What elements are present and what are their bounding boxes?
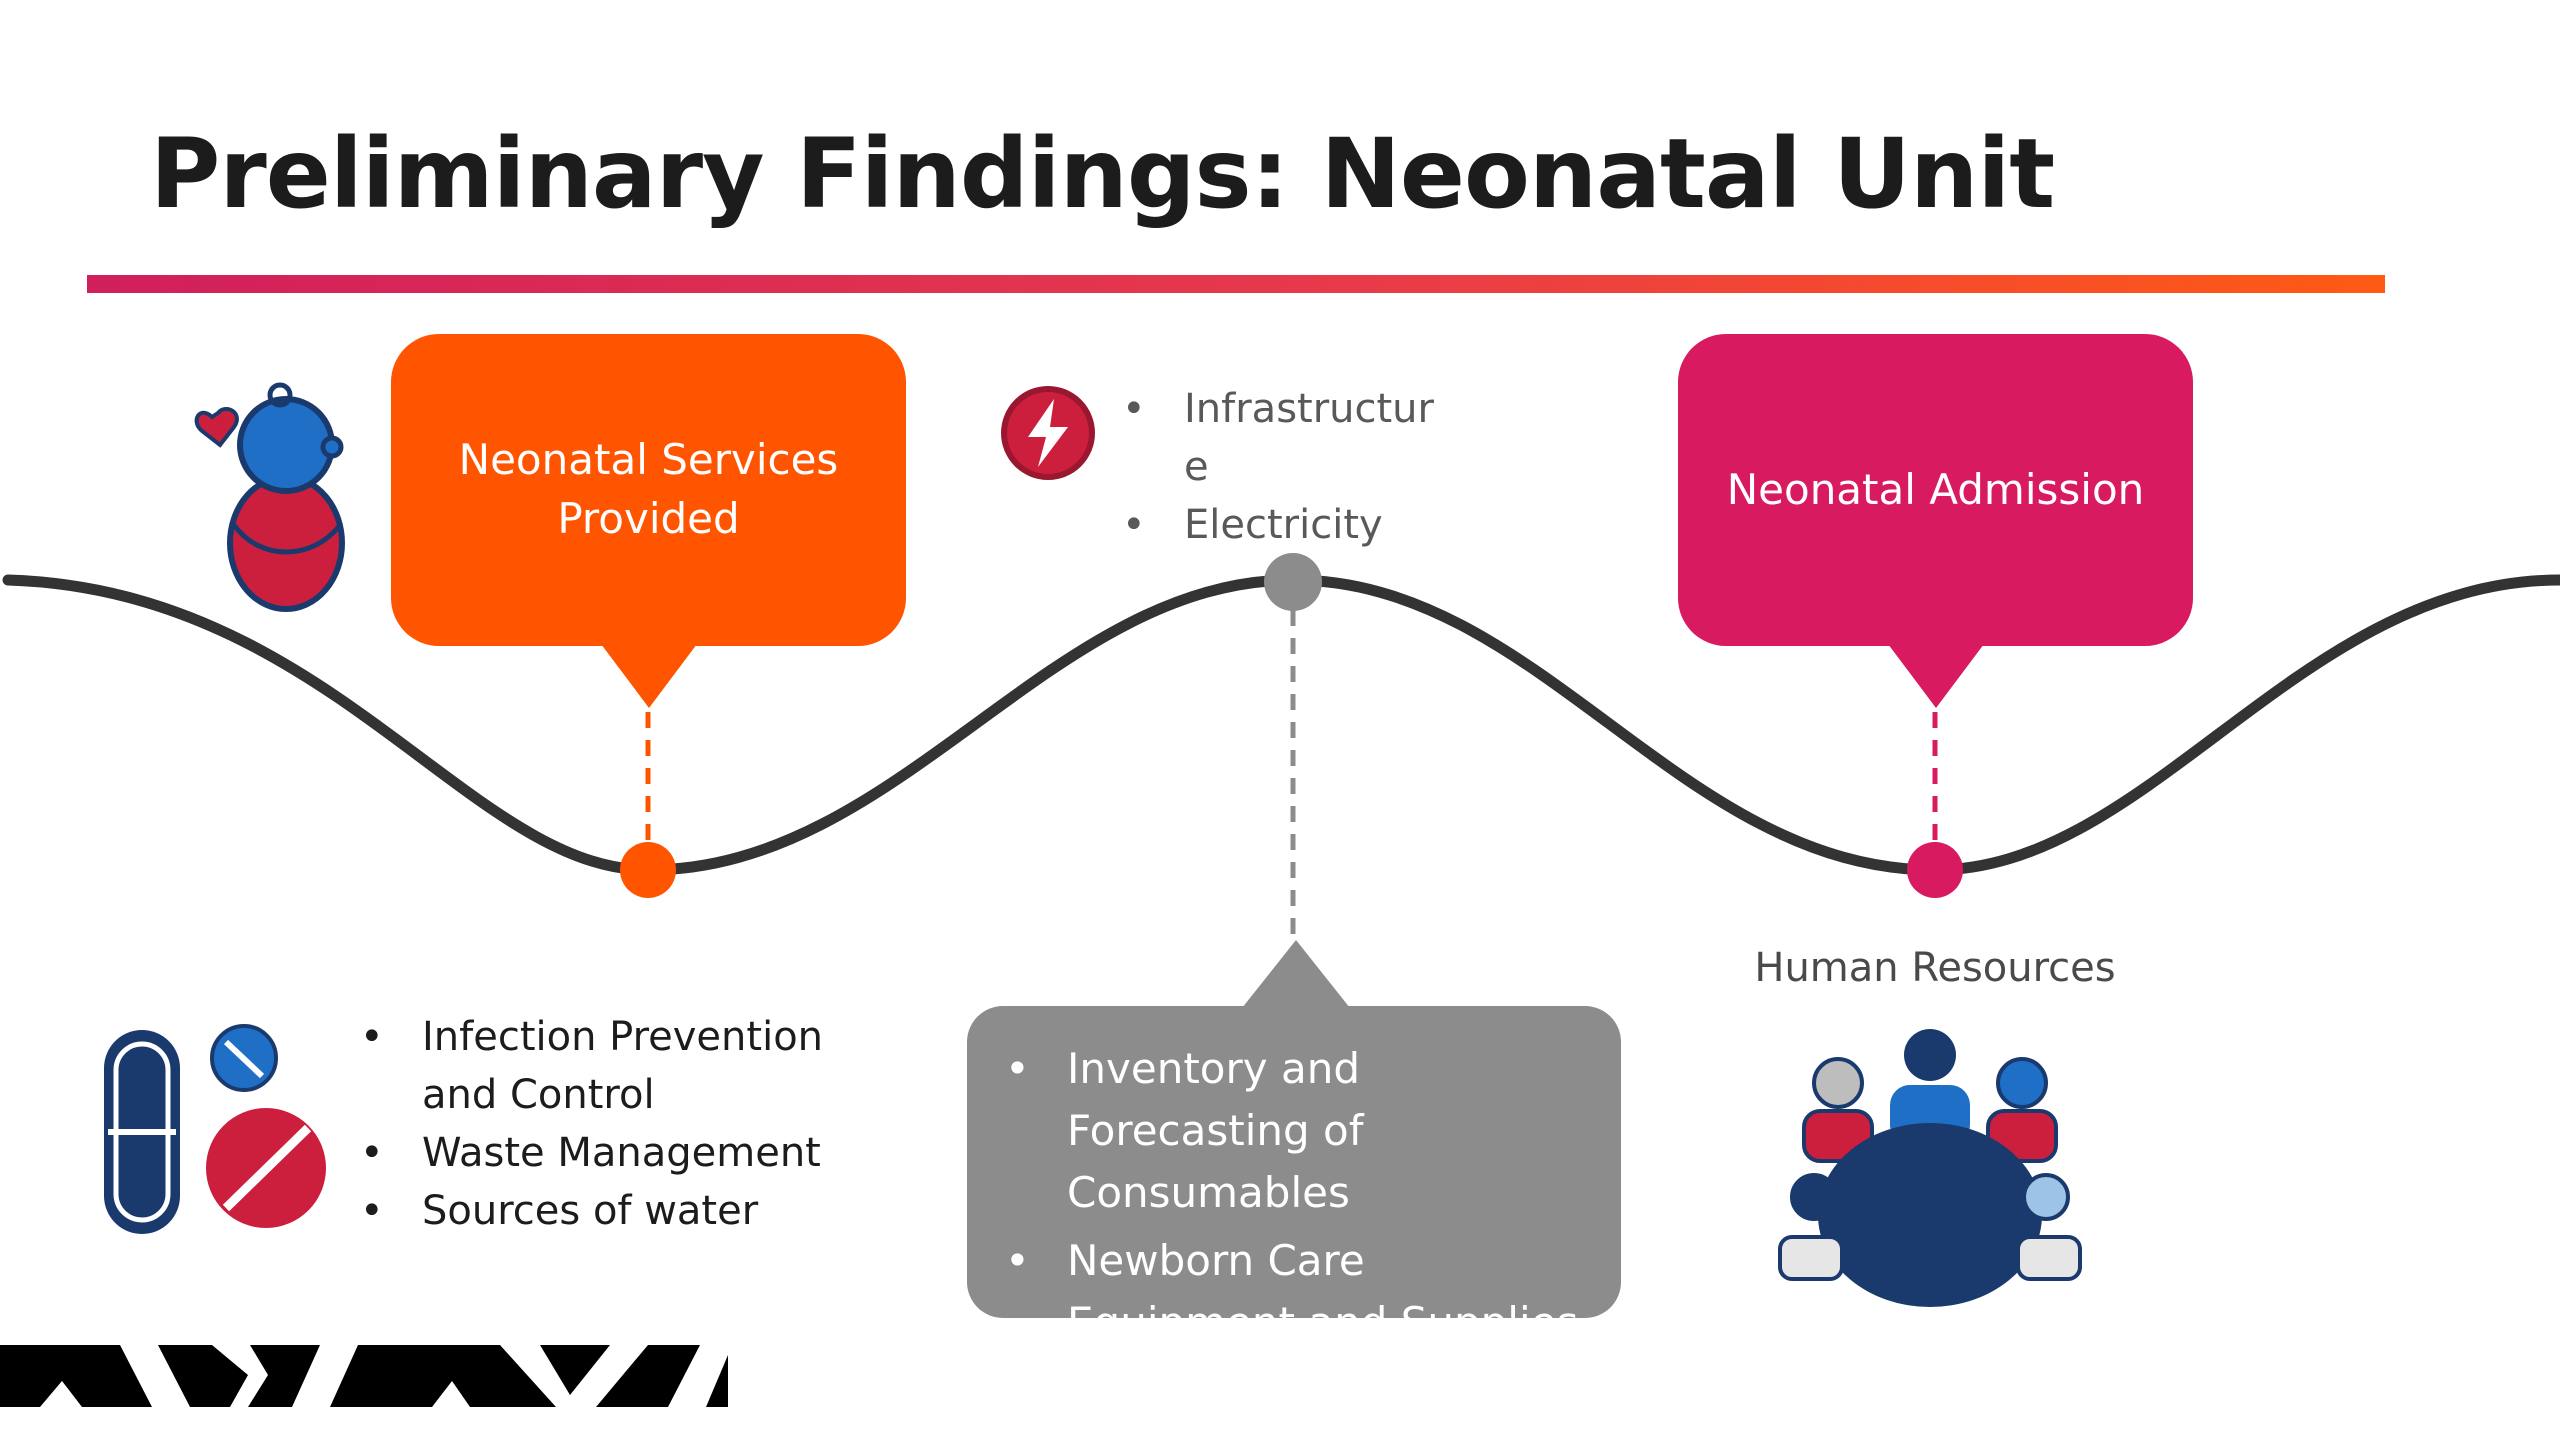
infection-list: Infection Prevention and Control Waste M…	[360, 1008, 880, 1240]
callout-inventory-pointer	[1242, 940, 1350, 1008]
infrastructure-item: Infrastructure	[1122, 380, 1442, 496]
callout-inventory: Inventory and Forecasting of Consumables…	[967, 940, 1621, 1347]
inventory-item: Newborn Care Equipment and Supplies	[1005, 1230, 1595, 1354]
callout-services-pointer	[601, 644, 697, 708]
baby-icon	[194, 382, 345, 612]
dot-infrastructure	[1264, 553, 1322, 611]
infection-item: Infection Prevention and Control	[360, 1008, 880, 1124]
meeting-table-icon	[1778, 1029, 2082, 1307]
callout-admission-label: Neonatal Admission	[1726, 464, 2145, 514]
slide-title: Preliminary Findings: Neonatal Unit	[150, 118, 2055, 230]
infection-item: Waste Management	[360, 1124, 880, 1182]
infrastructure-list: Infrastructure Electricity	[1122, 380, 1442, 554]
dot-admission	[1907, 842, 1963, 898]
human-resources-label: Human Resources	[1754, 945, 2116, 991]
callout-services-label: Neonatal Services Provided	[458, 435, 839, 543]
chevron-pattern	[0, 1345, 728, 1407]
callout-admission: Neonatal Admission	[1678, 334, 2193, 708]
title-underline	[87, 275, 2385, 293]
callout-services: Neonatal Services Provided	[391, 334, 906, 708]
dot-services	[620, 842, 676, 898]
infection-item: Sources of water	[360, 1182, 880, 1240]
inventory-list: Inventory and Forecasting of Consumables…	[1005, 1038, 1595, 1360]
pills-icon	[104, 1024, 326, 1234]
infrastructure-item: Electricity	[1122, 496, 1442, 554]
callout-admission-pointer	[1888, 644, 1984, 708]
inventory-item: Inventory and Forecasting of Consumables	[1005, 1038, 1595, 1224]
lightning-icon	[1001, 386, 1095, 480]
